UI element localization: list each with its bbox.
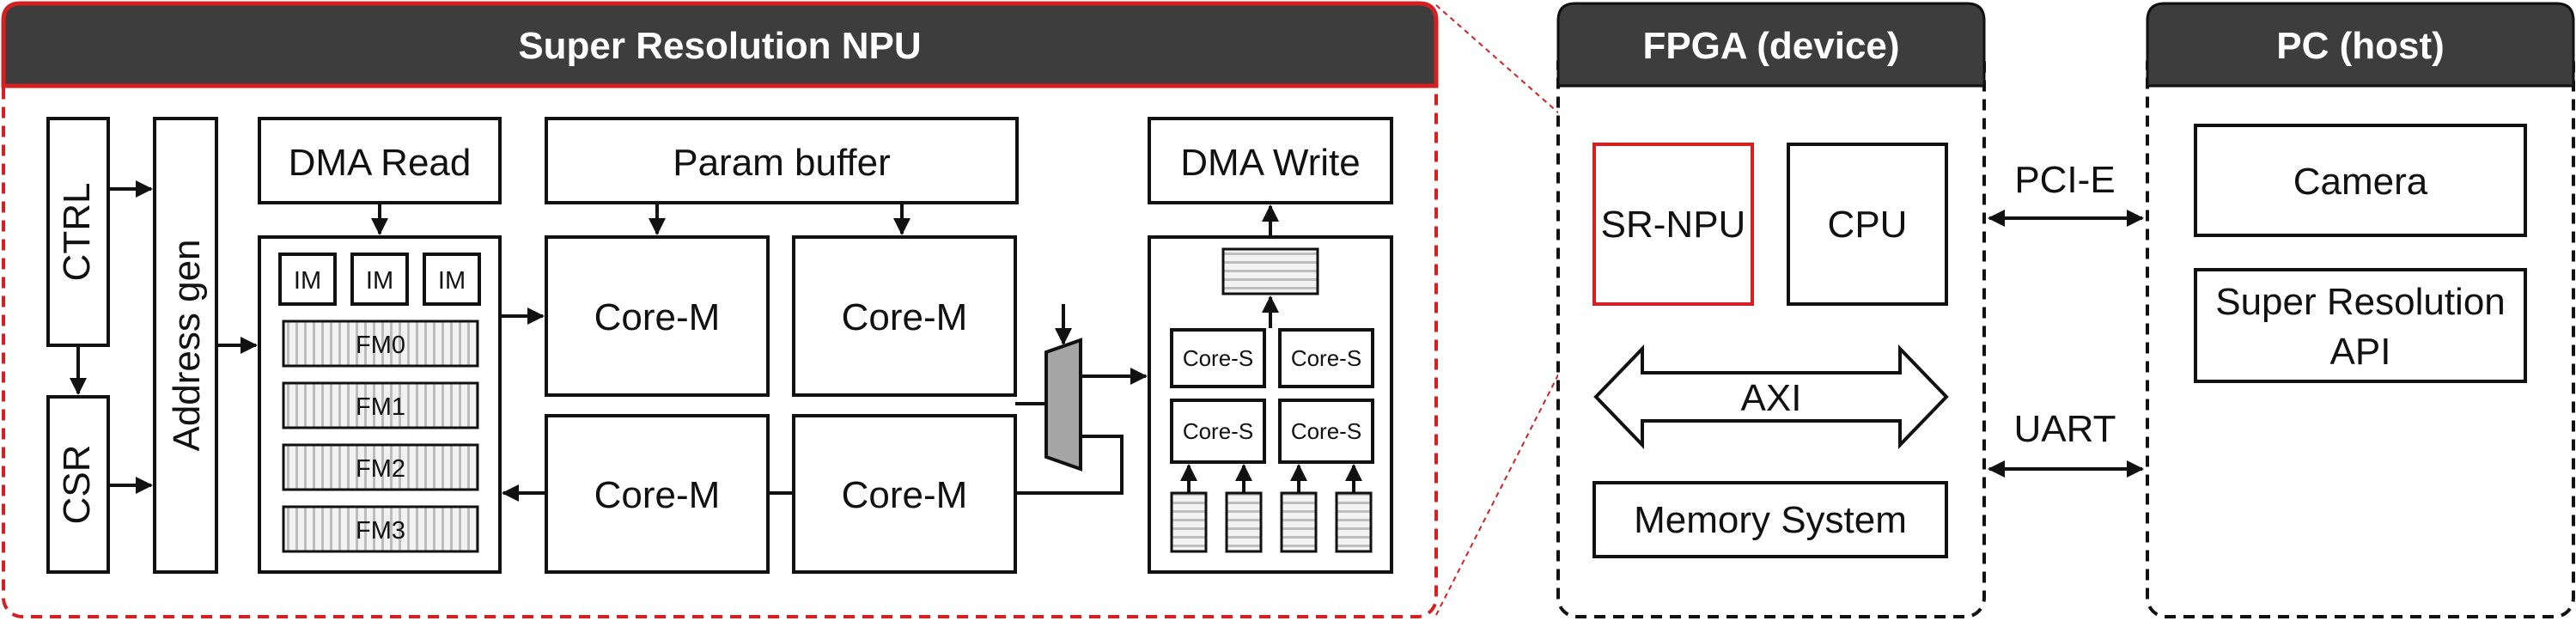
mux-feedback-line	[1015, 435, 1124, 495]
fm-label: FM2	[356, 455, 405, 483]
npu-panel-header	[1, 1, 1439, 88]
sr-npu-block: SR-NPU	[1592, 143, 1754, 306]
param-buffer-label: Param buffer	[673, 142, 891, 184]
input-buffer	[1170, 491, 1208, 553]
uart-label: UART	[2014, 408, 2116, 450]
cpu-label: CPU	[1828, 204, 1908, 246]
pcie-label: PCI-E	[2014, 159, 2115, 201]
dma-write-label: DMA Write	[1180, 142, 1360, 184]
core-m-label: Core-M	[842, 474, 968, 516]
core-s-block: Core-S	[1170, 328, 1266, 388]
core-s-label: Core-S	[1183, 345, 1253, 371]
fm-label: FM0	[356, 332, 405, 359]
fm-block: FM1	[282, 381, 479, 429]
im-block: IM	[423, 253, 481, 306]
pc-panel-header	[2146, 2, 2575, 88]
fm-label: FM3	[356, 517, 405, 545]
axi-label: AXI	[1741, 377, 1802, 419]
core-m-label: Core-M	[594, 474, 721, 516]
cpu-block: CPU	[1787, 143, 1948, 306]
fm-block: FM0	[282, 320, 479, 368]
dma-read-block: DMA Read	[258, 117, 502, 204]
memory-system-block: Memory System	[1592, 481, 1948, 558]
ctrl-label: CTRL	[56, 183, 98, 282]
camera-label: Camera	[2293, 161, 2428, 203]
ctrl-block: CTRL	[46, 117, 110, 347]
core-s-block: Core-S	[1170, 399, 1266, 464]
output-buffer	[1221, 247, 1319, 295]
im-block: IM	[278, 253, 337, 306]
sr-npu-label: SR-NPU	[1601, 204, 1746, 246]
zoom-line	[1435, 303, 1595, 616]
fm-label: FM1	[356, 393, 405, 421]
core-s-label: Core-S	[1291, 418, 1361, 444]
feature-buffer: IM IM IM FM0 FM1 FM2 FM3	[258, 235, 502, 574]
im-label: IM	[366, 267, 393, 295]
dma-write-block: DMA Write	[1148, 117, 1393, 204]
csr-block: CSR	[46, 395, 110, 574]
axi-bus: AXI	[1593, 344, 1949, 449]
input-buffer	[1335, 491, 1373, 553]
mux	[1044, 338, 1082, 472]
core-s-label: Core-S	[1291, 345, 1361, 371]
address-gen-label: Address gen	[166, 239, 208, 451]
fpga-panel-header	[1556, 2, 1986, 88]
pc-panel-title: PC (host)	[2276, 25, 2445, 67]
fm-block: FM2	[282, 443, 479, 491]
core-m-block: Core-M	[792, 235, 1017, 397]
core-m-label: Core-M	[842, 296, 968, 338]
core-m-block: Core-M	[792, 414, 1017, 574]
dma-read-label: DMA Read	[289, 142, 472, 184]
camera-block: Camera	[2194, 124, 2527, 237]
im-block: IM	[350, 253, 409, 306]
im-label: IM	[294, 267, 321, 295]
core-m-block: Core-M	[545, 235, 770, 397]
param-buffer-block: Param buffer	[545, 117, 1019, 204]
input-buffer	[1225, 491, 1263, 553]
sr-api-block: Super Resolution API	[2194, 268, 2527, 383]
core-s-label: Core-S	[1183, 418, 1253, 444]
core-m-block: Core-M	[545, 414, 770, 574]
input-buffer	[1280, 491, 1318, 553]
fpga-panel-title: FPGA (device)	[1642, 25, 1899, 67]
im-label: IM	[438, 267, 466, 295]
fm-block: FM3	[282, 505, 479, 553]
sr-api-label-line1: Super Resolution	[2215, 281, 2506, 323]
core-s-block: Core-S	[1278, 328, 1374, 388]
npu-panel-title: Super Resolution NPU	[518, 25, 921, 67]
output-block: Core-S Core-S Core-S Core-S	[1148, 235, 1393, 574]
csr-label: CSR	[56, 445, 98, 525]
zoom-line	[1435, 4, 1595, 145]
core-m-label: Core-M	[594, 296, 721, 338]
core-s-block: Core-S	[1278, 399, 1374, 464]
sr-api-label-line2: API	[2330, 331, 2391, 373]
memory-system-label: Memory System	[1634, 499, 1907, 541]
address-gen-block: Address gen	[153, 117, 218, 574]
